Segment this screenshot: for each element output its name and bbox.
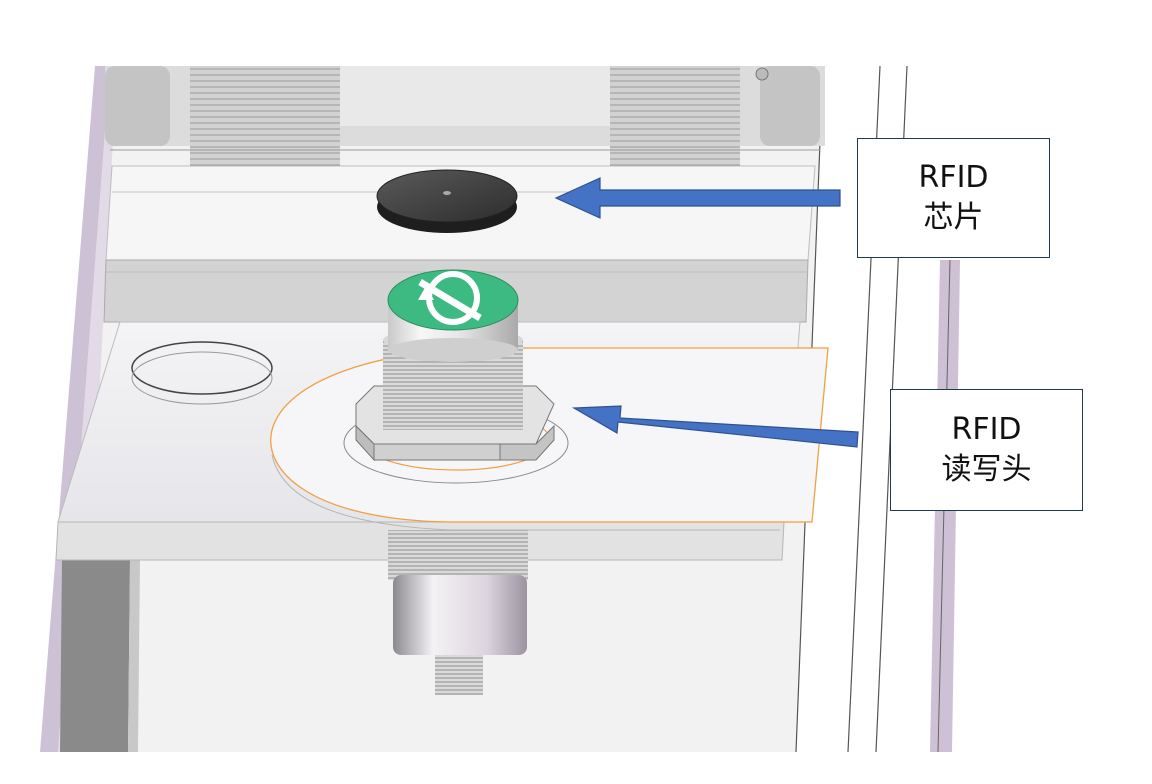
callout-reader-line2: 读写头 — [941, 452, 1032, 487]
callout-rfid-chip: RFID 芯片 — [857, 138, 1050, 258]
arrow-to-chip — [554, 177, 841, 219]
callout-rfid-reader: RFID 读写头 — [890, 389, 1083, 511]
rfid-reader-head — [387, 269, 519, 362]
roller-assembly — [105, 66, 825, 166]
rfid-chip — [376, 169, 518, 233]
arrow-to-reader — [571, 405, 859, 448]
sensor-logo-icon — [418, 271, 482, 325]
callout-chip-line1: RFID — [918, 159, 989, 195]
callout-chip-line2: 芯片 — [923, 200, 984, 235]
callout-reader-line1: RFID — [951, 411, 1022, 447]
rfid-reader-lower — [388, 530, 528, 695]
